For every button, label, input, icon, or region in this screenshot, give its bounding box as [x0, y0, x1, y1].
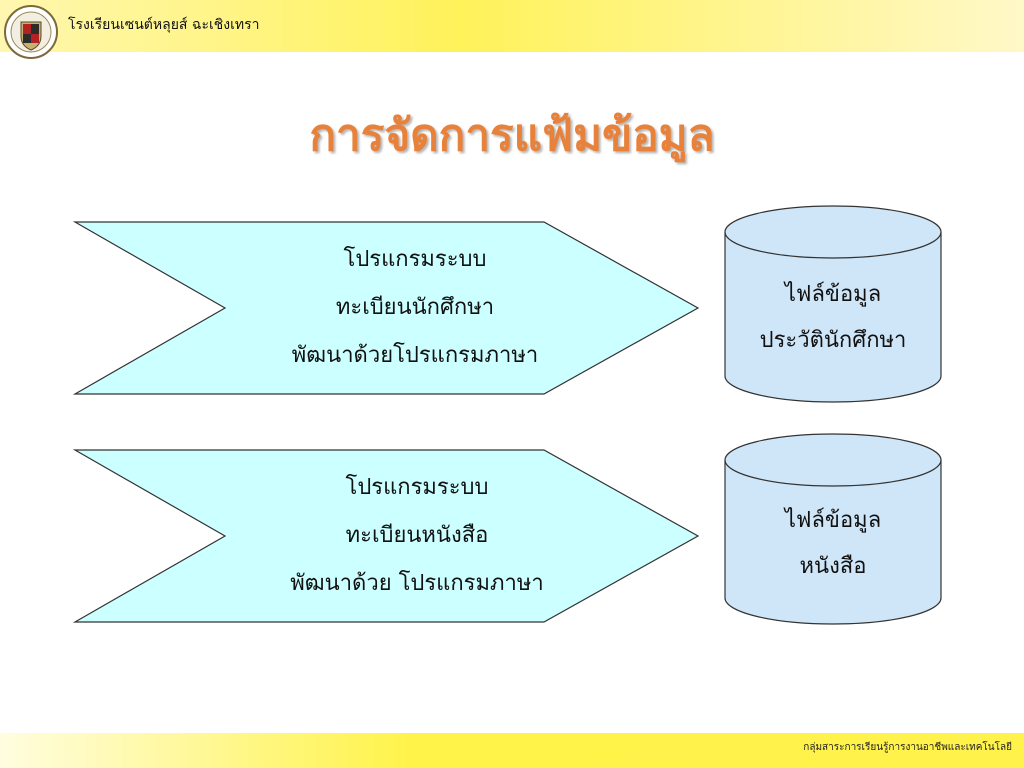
program-line: โปรแกรมระบบ	[345, 475, 489, 500]
program-line: ทะเบียนหนังสือ	[345, 523, 489, 548]
file-line: ประวัตินักศึกษา	[759, 328, 907, 353]
program-text-1: โปรแกรมระบบ ทะเบียนนักศึกษา พัฒนาด้วยโปร…	[250, 236, 580, 380]
program-line: พัฒนาด้วย โปรแกรมภาษา	[290, 571, 544, 596]
file-text-1: ไฟล์ข้อมูล ประวัตินักศึกษา	[722, 272, 944, 364]
program-line: ทะเบียนนักศึกษา	[335, 295, 495, 320]
header-band	[0, 0, 1024, 52]
data-file-cylinder-1	[724, 205, 942, 403]
program-arrow-1	[72, 221, 700, 395]
footer-band	[0, 733, 1024, 768]
page-title: การจัดการแฟ้มข้อมูล	[309, 110, 715, 161]
file-line: ไฟล์ข้อมูล	[784, 508, 882, 533]
file-text-2: ไฟล์ข้อมูล หนังสือ	[722, 498, 944, 590]
file-line: ไฟล์ข้อมูล	[784, 282, 882, 307]
file-line: หนังสือ	[799, 554, 867, 579]
school-name: โรงเรียนเซนต์หลุยส์ ฉะเชิงเทรา	[68, 17, 260, 33]
footer-department: กลุ่มสาระการเรียนรู้การงานอาชีพและเทคโนโ…	[803, 742, 1012, 753]
school-logo	[4, 5, 58, 59]
data-file-cylinder-2	[724, 433, 942, 625]
program-line: โปรแกรมระบบ	[343, 247, 487, 272]
program-line: พัฒนาด้วยโปรแกรมภาษา	[291, 343, 539, 368]
program-arrow-2	[72, 449, 700, 623]
program-text-2: โปรแกรมระบบ ทะเบียนหนังสือ พัฒนาด้วย โปร…	[252, 464, 582, 608]
